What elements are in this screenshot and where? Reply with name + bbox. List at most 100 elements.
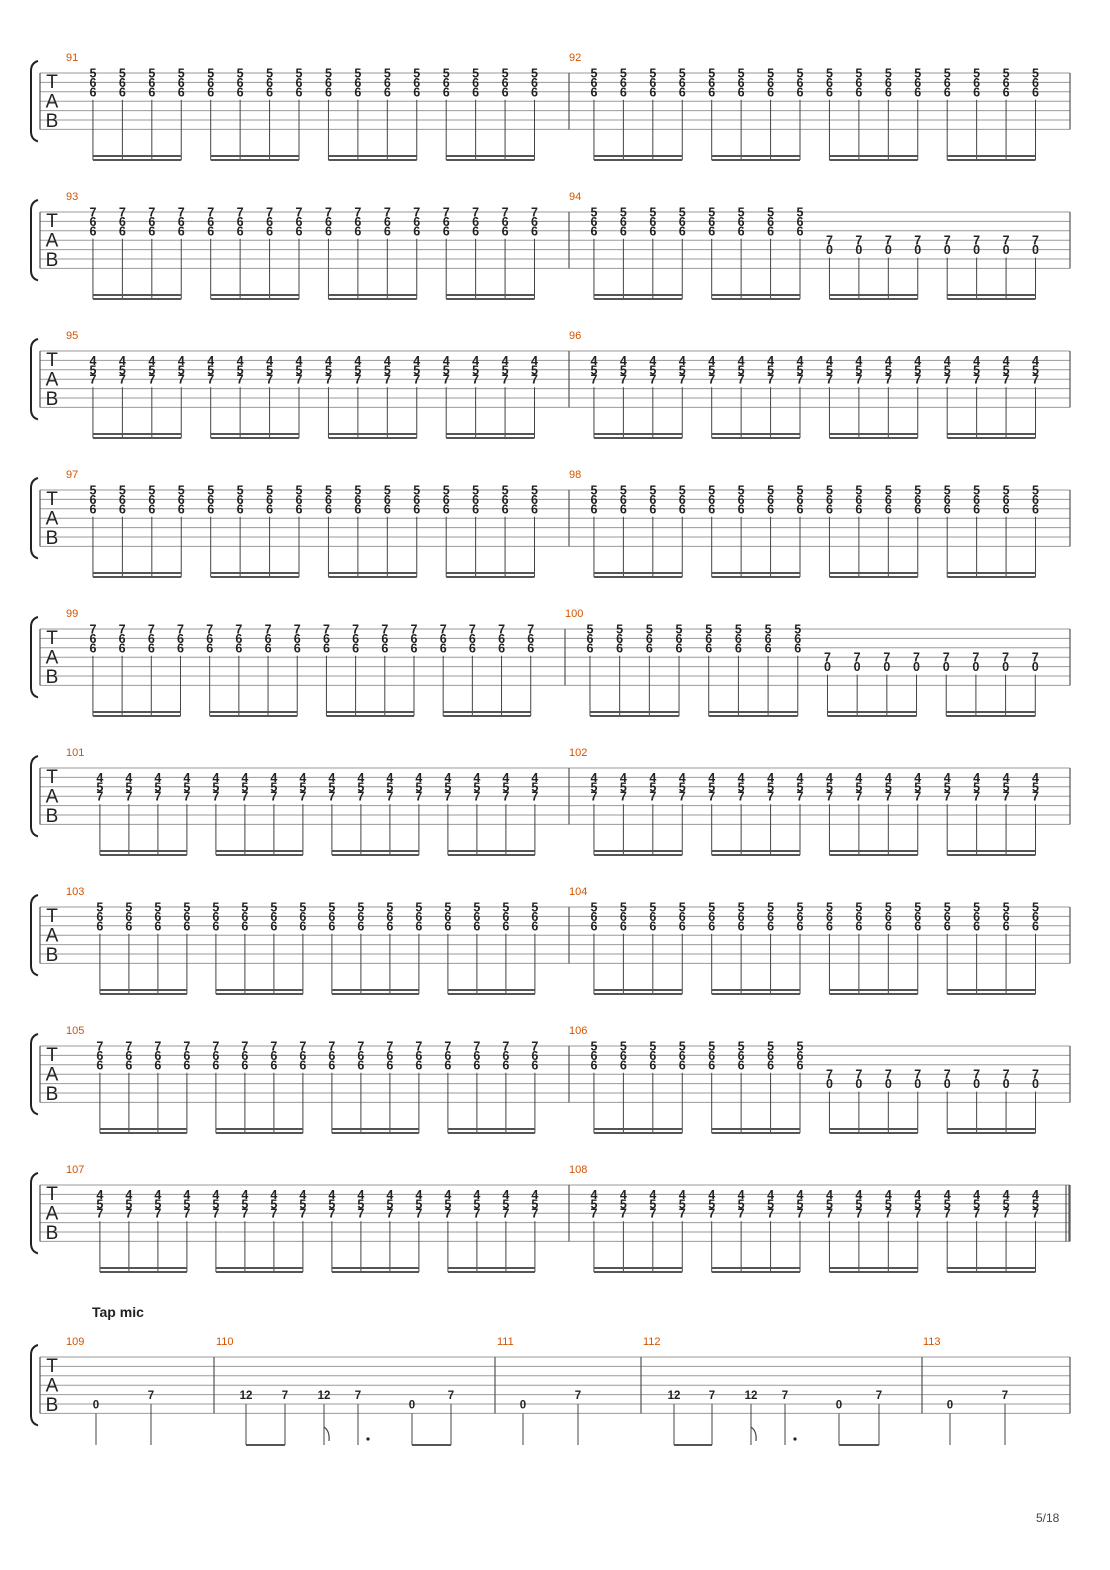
fret-number: 6 <box>177 641 184 655</box>
fret-number: 6 <box>386 1049 393 1063</box>
fret-number: 6 <box>325 502 332 516</box>
fret-number: 6 <box>354 215 361 229</box>
fret-number: 5 <box>325 67 332 81</box>
fret-number: 7 <box>708 373 715 387</box>
fret-number: 6 <box>973 493 980 507</box>
fret-number: 7 <box>885 1207 892 1221</box>
fret-number: 5 <box>767 901 774 915</box>
fret-number: 4 <box>386 771 393 785</box>
fret-number: 7 <box>237 373 244 387</box>
fret-number: 5 <box>885 780 892 794</box>
fret-number: 6 <box>443 215 450 229</box>
fret-number: 7 <box>148 206 155 220</box>
fret-number: 5 <box>708 780 715 794</box>
fret-number: 0 <box>855 1077 862 1091</box>
fret-number: 5 <box>679 1040 686 1054</box>
fret-number: 5 <box>708 206 715 220</box>
fret-number: 6 <box>266 224 273 238</box>
fret-number: 5 <box>178 67 185 81</box>
fret-number: 5 <box>444 1197 451 1211</box>
fret-number: 6 <box>620 502 627 516</box>
system-bracket <box>30 755 39 838</box>
fret-number: 5 <box>531 1197 538 1211</box>
fret-number: 6 <box>738 502 745 516</box>
fret-number: 6 <box>531 919 538 933</box>
fret-number: 6 <box>148 85 155 99</box>
fret-number: 6 <box>826 910 833 924</box>
fret-number: 6 <box>826 76 833 90</box>
measure-number: 107 <box>66 1164 84 1176</box>
fret-number: 4 <box>1032 354 1039 368</box>
fret-number: 6 <box>443 76 450 90</box>
fret-number: 5 <box>207 484 214 498</box>
fret-number: 6 <box>89 215 96 229</box>
fret-number: 7 <box>531 206 538 220</box>
fret-number: 7 <box>357 790 364 804</box>
fret-number: 0 <box>1032 1077 1039 1091</box>
fret-number: 4 <box>386 1188 393 1202</box>
fret-number: 6 <box>708 1049 715 1063</box>
fret-number: 6 <box>178 224 185 238</box>
fret-number: 5 <box>797 484 804 498</box>
fret-number: 6 <box>679 215 686 229</box>
fret-number: 6 <box>443 224 450 238</box>
fret-number: 7 <box>973 1207 980 1221</box>
fret-number: 7 <box>328 1207 335 1221</box>
fret-number: 5 <box>443 363 450 377</box>
fret-number: 6 <box>620 493 627 507</box>
fret-number: 5 <box>590 67 597 81</box>
fret-number: 4 <box>708 771 715 785</box>
fret-number: 5 <box>237 67 244 81</box>
fret-number: 6 <box>765 632 772 646</box>
fret-number: 6 <box>96 1058 103 1072</box>
fret-number: 5 <box>237 484 244 498</box>
fret-number: 4 <box>944 354 951 368</box>
fret-number: 6 <box>473 910 480 924</box>
section-label: Tap mic <box>92 1304 144 1320</box>
fret-number: 12 <box>745 1390 758 1402</box>
fret-number: 5 <box>183 1197 190 1211</box>
fret-number: 7 <box>854 651 861 665</box>
fret-number: 6 <box>1003 910 1010 924</box>
fret-number: 7 <box>119 206 126 220</box>
fret-number: 4 <box>885 354 892 368</box>
fret-number: 5 <box>885 901 892 915</box>
fret-number: 6 <box>590 919 597 933</box>
fret-number: 5 <box>590 780 597 794</box>
fret-number: 5 <box>531 363 538 377</box>
fret-number: 6 <box>381 632 388 646</box>
fret-number: 5 <box>502 780 509 794</box>
fret-number: 7 <box>1032 1207 1039 1221</box>
fret-number: 7 <box>266 373 273 387</box>
fret-number: 5 <box>797 206 804 220</box>
fret-number: 5 <box>620 1197 627 1211</box>
fret-number: 4 <box>679 771 686 785</box>
fret-number: 4 <box>973 354 980 368</box>
fret-number: 6 <box>294 632 301 646</box>
fret-number: 5 <box>89 67 96 81</box>
fret-number: 4 <box>444 1188 451 1202</box>
fret-number: 7 <box>782 1390 788 1402</box>
fret-number: 7 <box>914 373 921 387</box>
fret-number: 7 <box>469 623 476 637</box>
fret-number: 6 <box>914 76 921 90</box>
fret-number: 6 <box>294 641 301 655</box>
fret-number: 6 <box>270 919 277 933</box>
fret-number: 6 <box>119 632 126 646</box>
fret-number: 5 <box>299 901 306 915</box>
fret-number: 6 <box>527 641 534 655</box>
fret-number: 5 <box>354 484 361 498</box>
fret-number: 7 <box>354 373 361 387</box>
fret-number: 7 <box>154 790 161 804</box>
fret-number: 6 <box>735 632 742 646</box>
fret-number: 7 <box>270 1040 277 1054</box>
fret-number: 5 <box>207 363 214 377</box>
system-bracket <box>30 1344 39 1427</box>
fret-number: 6 <box>235 632 242 646</box>
fret-number: 5 <box>944 67 951 81</box>
fret-number: 5 <box>266 484 273 498</box>
fret-number: 5 <box>738 1197 745 1211</box>
fret-number: 7 <box>355 1390 361 1402</box>
fret-number: 4 <box>679 354 686 368</box>
fret-number: 6 <box>679 1058 686 1072</box>
